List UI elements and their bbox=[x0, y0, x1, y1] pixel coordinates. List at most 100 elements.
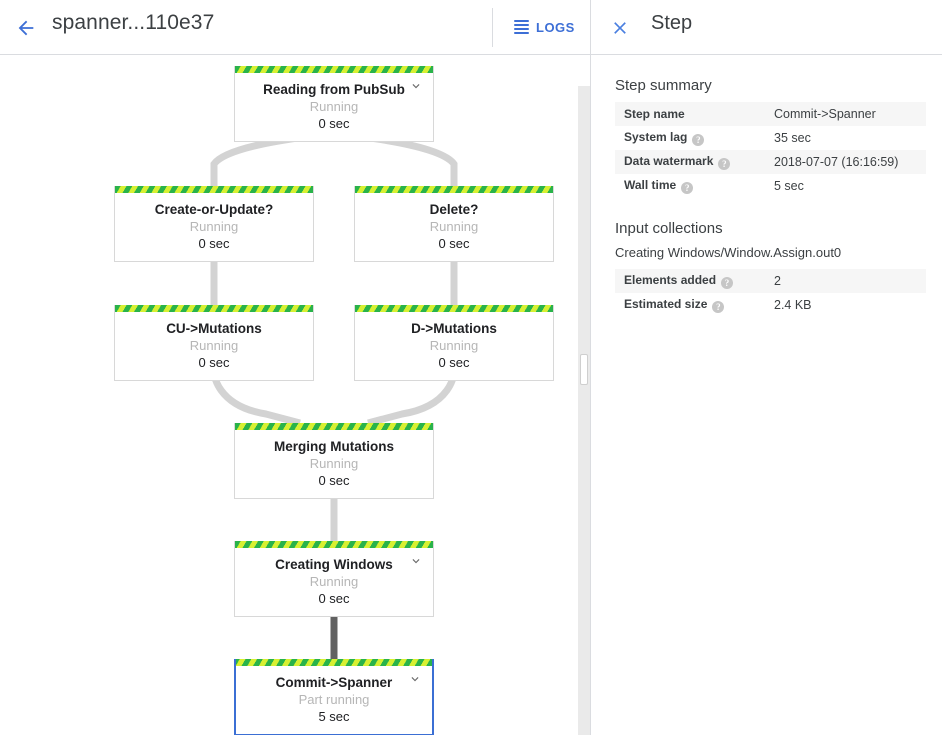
graph-node-delete[interactable]: Delete? Running 0 sec bbox=[354, 186, 554, 262]
node-status-stripe bbox=[115, 305, 313, 312]
row-key: Data watermark? bbox=[615, 150, 773, 174]
node-elapsed-time: 5 sec bbox=[318, 709, 350, 724]
top-app-bar: spanner...110e37 LOGS bbox=[0, 0, 590, 55]
graph-vertical-scrollbar[interactable] bbox=[578, 86, 590, 735]
row-key: Step name bbox=[615, 102, 773, 126]
toolbar-divider bbox=[492, 8, 493, 47]
node-status-stripe bbox=[236, 659, 432, 666]
chevron-down-icon[interactable] bbox=[409, 79, 423, 93]
node-status: Running bbox=[309, 574, 359, 589]
node-status-stripe bbox=[235, 66, 433, 73]
row-key-label: Step name bbox=[624, 107, 685, 121]
node-body: Delete? Running 0 sec bbox=[355, 193, 553, 261]
help-icon[interactable]: ? bbox=[712, 301, 725, 313]
row-value: 35 sec bbox=[774, 131, 811, 145]
pane-divider bbox=[590, 0, 591, 735]
node-name: Merging Mutations bbox=[274, 439, 394, 454]
job-title: spanner...110e37 bbox=[52, 11, 215, 34]
node-name: D->Mutations bbox=[411, 321, 497, 336]
graph-scrollbar-thumb[interactable] bbox=[580, 354, 588, 385]
row-value: Commit->Spanner bbox=[774, 107, 876, 121]
node-status-stripe bbox=[115, 186, 313, 193]
logs-button[interactable]: LOGS bbox=[510, 12, 579, 42]
step-details-panel: Step Step summary Step name Commit->Spann… bbox=[591, 0, 942, 735]
table-row: Elements added?2 bbox=[615, 269, 926, 293]
node-status: Running bbox=[429, 338, 479, 353]
row-key-label: Data watermark bbox=[624, 154, 714, 168]
table-row: Wall time?5 sec bbox=[615, 174, 926, 198]
help-icon[interactable]: ? bbox=[692, 134, 705, 146]
node-elapsed-time: 0 sec bbox=[438, 355, 470, 370]
row-key: System lag? bbox=[615, 126, 773, 150]
row-value: 2018-07-07 (16:16:59) bbox=[774, 155, 899, 169]
node-status-stripe bbox=[235, 423, 433, 430]
node-elapsed-time: 0 sec bbox=[318, 116, 350, 131]
node-elapsed-time: 0 sec bbox=[198, 236, 230, 251]
node-status: Running bbox=[429, 219, 479, 234]
step-panel-header: Step bbox=[591, 0, 942, 55]
table-row: System lag?35 sec bbox=[615, 126, 926, 150]
node-status-stripe bbox=[355, 305, 553, 312]
node-elapsed-time: 0 sec bbox=[318, 591, 350, 606]
close-icon[interactable] bbox=[600, 8, 640, 48]
row-key-label: Wall time bbox=[624, 178, 677, 192]
node-status: Running bbox=[189, 338, 239, 353]
row-key: Wall time? bbox=[615, 174, 773, 198]
input-collection-name: Creating Windows/Window.Assign.out0 bbox=[615, 245, 842, 260]
node-body: Create-or-Update? Running 0 sec bbox=[115, 193, 313, 261]
chevron-down-icon[interactable] bbox=[408, 672, 422, 686]
step-panel-title: Step bbox=[651, 12, 693, 34]
row-value: 2.4 KB bbox=[774, 298, 812, 312]
table-row: Data watermark?2018-07-07 (16:16:59) bbox=[615, 150, 926, 174]
graph-edges bbox=[206, 130, 462, 659]
logs-button-label: LOGS bbox=[536, 19, 575, 35]
help-icon[interactable]: ? bbox=[718, 158, 731, 170]
node-elapsed-time: 0 sec bbox=[198, 355, 230, 370]
row-value: 5 sec bbox=[774, 179, 804, 193]
node-elapsed-time: 0 sec bbox=[438, 236, 470, 251]
node-name: Commit->Spanner bbox=[275, 675, 393, 690]
row-key-label: System lag bbox=[624, 130, 688, 144]
row-key-label: Elements added bbox=[624, 273, 717, 287]
node-name: Reading from PubSub bbox=[263, 82, 405, 97]
node-name: Delete? bbox=[429, 202, 479, 217]
node-elapsed-time: 0 sec bbox=[318, 473, 350, 488]
help-icon[interactable]: ? bbox=[721, 277, 734, 289]
table-row: Step name Commit->Spanner bbox=[615, 102, 926, 126]
graph-pane: spanner...110e37 LOGS bbox=[0, 0, 590, 735]
back-arrow-icon[interactable] bbox=[6, 8, 46, 48]
row-key: Estimated size? bbox=[615, 293, 773, 317]
logs-list-icon bbox=[514, 20, 529, 34]
node-status: Running bbox=[309, 456, 359, 471]
chevron-down-icon[interactable] bbox=[409, 554, 423, 568]
node-status: Part running bbox=[298, 692, 370, 707]
node-status-stripe bbox=[355, 186, 553, 193]
table-row: Estimated size?2.4 KB bbox=[615, 293, 926, 317]
step-summary-heading: Step summary bbox=[615, 77, 712, 94]
graph-node-create-or-update[interactable]: Create-or-Update? Running 0 sec bbox=[114, 186, 314, 262]
node-status: Running bbox=[189, 219, 239, 234]
row-key: Elements added? bbox=[615, 269, 773, 293]
help-icon[interactable]: ? bbox=[681, 182, 694, 194]
row-value: 2 bbox=[774, 274, 781, 288]
node-status-stripe bbox=[235, 541, 433, 548]
input-collections-heading: Input collections bbox=[615, 220, 723, 237]
node-name: Create-or-Update? bbox=[154, 202, 274, 217]
node-name: Creating Windows bbox=[275, 557, 393, 572]
